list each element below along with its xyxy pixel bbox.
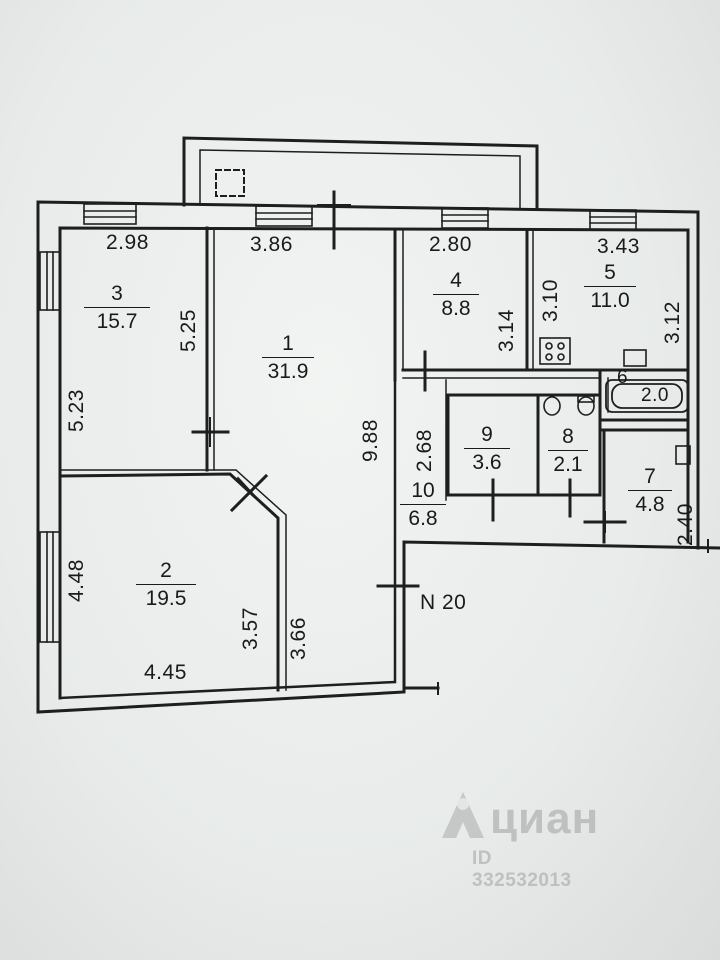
room-area: 11.0	[590, 289, 630, 312]
room-area: 15.7	[96, 310, 138, 333]
room-8-label: 8 2.1	[548, 426, 588, 475]
room-number: 8	[548, 426, 588, 451]
dim-room10-height: 2.68	[413, 429, 436, 472]
room-9-label: 9 3.6	[464, 424, 510, 473]
room-3-label: 3 15.7	[84, 283, 150, 332]
listing-id-text: ID 332532013	[472, 848, 572, 891]
dim-room3-width: 2.98	[106, 231, 149, 254]
room-number: 9	[464, 424, 510, 449]
dim-room5-height-left: 3.10	[539, 279, 562, 322]
bottom-wall	[36, 540, 720, 714]
cian-brand-text: циан	[490, 794, 600, 843]
apartment-number-label: N 20	[420, 591, 467, 614]
room-number: 3	[84, 283, 150, 308]
dim-room1-bottom-height: 3.66	[287, 617, 310, 660]
dim-room1-height: 9.88	[359, 419, 382, 462]
bottom-wall-inner	[58, 378, 397, 700]
room-number: 5	[584, 262, 636, 287]
room-area: 6.8	[408, 507, 438, 530]
door-mark-room2	[229, 473, 269, 513]
room-area: 2.1	[553, 453, 583, 476]
windows	[39, 203, 637, 643]
room-6-walls	[598, 368, 690, 422]
dim-room3-height-right: 5.25	[177, 309, 200, 352]
cian-logo-icon	[442, 792, 484, 838]
dim-room5-height-right: 3.12	[661, 301, 684, 344]
wc-sink-icon	[675, 445, 691, 465]
dim-room1-width: 3.86	[250, 233, 293, 256]
room-number: 10	[400, 480, 446, 505]
kitchen-sink-icon	[623, 349, 647, 367]
dim-room7-height: 2.40	[674, 503, 697, 546]
room-number: 7	[628, 466, 672, 491]
bathroom-sink-icons	[543, 395, 595, 416]
bathtub-icon	[605, 379, 689, 413]
dim-room5-width: 3.43	[597, 235, 640, 258]
balcony-inner-line	[199, 149, 521, 209]
dim-room4-width: 2.80	[429, 233, 472, 256]
room-area: 19.5	[145, 587, 187, 610]
dim-room2-height-left: 4.48	[65, 559, 88, 602]
room-area: 3.6	[472, 451, 502, 474]
room-7-label: 7 4.8	[628, 466, 672, 515]
room-6-area: 2.0	[641, 385, 669, 406]
dim-room3-height-left: 5.23	[65, 389, 88, 432]
stove-icon	[539, 337, 571, 365]
room-number: 1	[262, 333, 314, 358]
room-area: 4.8	[635, 493, 665, 516]
room-4-label: 4 8.8	[433, 270, 479, 319]
ventilation-duct	[215, 169, 245, 197]
dim-room4-height: 3.14	[495, 309, 518, 352]
exterior-wall-outer	[36, 200, 700, 714]
room-6-number: 6	[617, 367, 629, 388]
dim-room2-width: 4.45	[144, 661, 187, 684]
room-number: 4	[433, 270, 479, 295]
balcony-outline	[182, 136, 539, 210]
room-1-label: 1 31.9	[262, 333, 314, 382]
room-5-label: 5 11.0	[584, 262, 636, 311]
dim-room2-height-right: 3.57	[239, 607, 262, 650]
room-area: 31.9	[267, 360, 309, 383]
room-10-label: 10 6.8	[400, 480, 446, 529]
room-area: 8.8	[441, 297, 471, 320]
room-2-label: 2 19.5	[136, 560, 196, 609]
room-number: 2	[136, 560, 196, 585]
